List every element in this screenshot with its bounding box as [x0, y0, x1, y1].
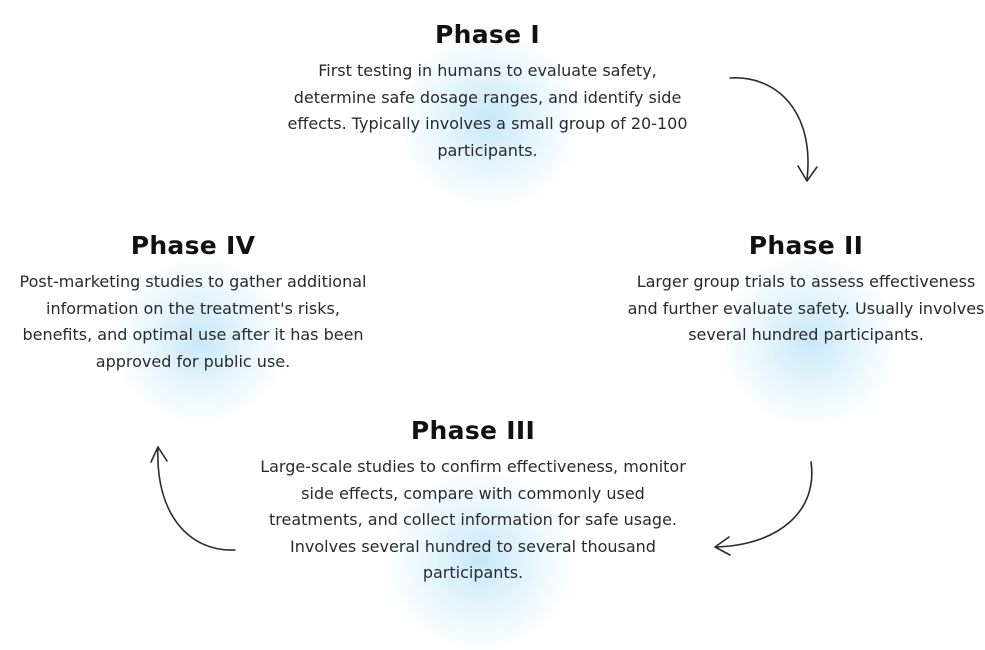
phase-3-description: Large-scale studies to confirm effective… [260, 457, 686, 582]
phase-2-block: Phase II Larger group trials to assess e… [627, 231, 985, 349]
phase-4-title: Phase IV [130, 231, 256, 260]
phase-3-title: Phase III [410, 416, 536, 445]
phase-2-description: Larger group trials to assess effectiven… [627, 272, 985, 344]
phase-1-block: Phase I First testing in humans to evalu… [275, 20, 700, 164]
phase-1-description: First testing in humans to evaluate safe… [287, 61, 688, 160]
phase-3-block: Phase III Large-scale studies to confirm… [260, 416, 686, 587]
arrow-phase-1-to-2 [729, 77, 818, 182]
phase-4-description: Post-marketing studies to gather additio… [19, 272, 367, 371]
phase-4-block: Phase IV Post-marketing studies to gathe… [14, 231, 372, 375]
phase-2-title: Phase II [748, 231, 864, 260]
arrow-phase-2-to-3 [714, 461, 813, 556]
phase-1-title: Phase I [435, 20, 540, 49]
arrow-phase-3-to-4 [150, 446, 236, 551]
